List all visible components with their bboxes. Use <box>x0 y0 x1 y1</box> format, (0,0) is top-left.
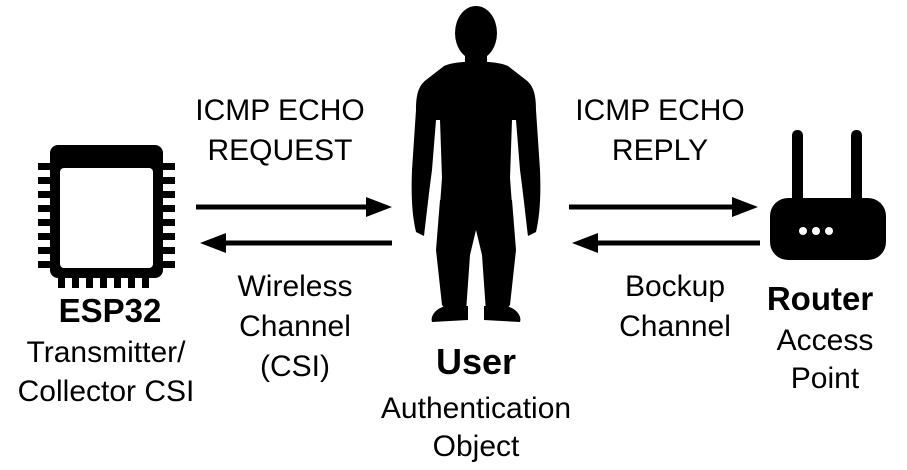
esp32-role-line2: Collector CSI <box>17 375 195 408</box>
request-label-line2: REQUEST <box>207 134 353 167</box>
wireless-label-line2: Channel <box>239 310 351 343</box>
arrow-channel-left <box>200 233 392 253</box>
esp32-role-line1: Transmitter/ <box>26 336 186 369</box>
person-silhouette-icon <box>411 6 541 322</box>
backup-label-line1: Bockup <box>624 270 726 303</box>
reply-label-line2: REPLY <box>611 134 709 167</box>
arrow-reply-right <box>569 197 758 217</box>
router-role-line2: Point <box>790 362 860 395</box>
arrow-backup-left <box>572 233 760 253</box>
microchip-icon <box>38 145 175 288</box>
user-role-line1: Authentication <box>380 392 572 425</box>
request-label-line1: ICMP ECHO <box>195 94 365 127</box>
wireless-label-line1: Wireless <box>237 270 353 303</box>
router-icon <box>770 130 886 260</box>
router-title: Router <box>766 280 874 317</box>
backup-label-line2: Channel <box>619 310 731 343</box>
reply-label-line1: ICMP ECHO <box>575 94 745 127</box>
user-title: User <box>435 341 517 382</box>
arrow-request-right <box>196 197 392 217</box>
esp32-title: ESP32 <box>58 292 162 329</box>
user-role-line2: Object <box>432 430 520 463</box>
wireless-label-line3: (CSI) <box>260 350 330 383</box>
router-role-line1: Access <box>776 324 874 357</box>
